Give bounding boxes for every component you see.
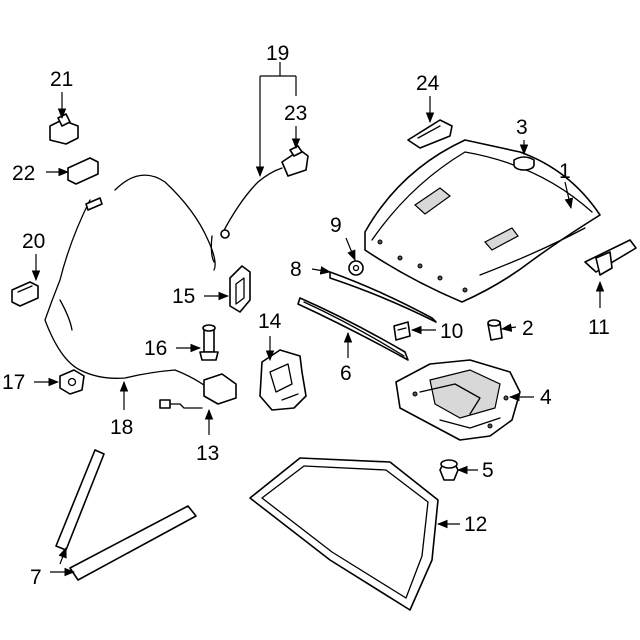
hood-insulator — [395, 359, 521, 441]
rear-seal — [297, 297, 409, 361]
callout-labels: 1 2 3 4 5 6 7 8 9 10 11 12 13 14 15 16 1… — [2, 42, 610, 589]
callout-22: 22 — [12, 162, 35, 185]
callout-18: 18 — [110, 416, 133, 439]
bumper-plug — [513, 156, 535, 171]
callout-16: 16 — [144, 337, 167, 360]
callout-21: 21 — [50, 68, 73, 91]
release-cable — [44, 167, 283, 389]
callout-17: 17 — [2, 371, 25, 394]
callout-3: 3 — [516, 116, 528, 139]
leader-lines — [31, 62, 605, 577]
release-handle-13 — [159, 373, 237, 409]
clip-10 — [393, 321, 411, 341]
callout-4: 4 — [540, 386, 552, 409]
hood-bumper — [439, 459, 459, 481]
side-strip-vertical — [55, 449, 105, 551]
callout-10: 10 — [440, 320, 463, 343]
support-clip-20 — [11, 281, 39, 307]
grommet — [348, 260, 364, 276]
clip-2 — [487, 319, 503, 341]
callout-1: 1 — [559, 160, 571, 183]
callout-2: 2 — [522, 317, 534, 340]
callout-24: 24 — [416, 72, 440, 95]
cable-clip-17 — [59, 369, 85, 395]
callout-23: 23 — [284, 102, 307, 125]
hood-bracket — [584, 239, 637, 276]
striker-15 — [229, 265, 251, 313]
support-rod-16 — [199, 324, 219, 361]
callout-11: 11 — [588, 316, 610, 339]
latch-bracket-22 — [67, 157, 99, 185]
front-seal-strip — [329, 271, 437, 323]
callout-8: 8 — [290, 258, 302, 281]
latch-assembly-14 — [259, 349, 307, 411]
hood-panel — [364, 139, 601, 303]
hood-weatherstrip — [249, 457, 439, 611]
side-strip-horizontal — [69, 505, 197, 581]
callout-13: 13 — [196, 442, 219, 465]
callout-20: 20 — [22, 230, 45, 253]
cable-end-housing — [281, 145, 309, 177]
callout-15: 15 — [172, 285, 195, 308]
callout-9: 9 — [330, 214, 342, 237]
callout-6: 6 — [340, 362, 352, 385]
callout-5: 5 — [482, 459, 494, 482]
hood-emblem — [407, 119, 453, 149]
callout-14: 14 — [258, 310, 282, 333]
callout-7: 7 — [30, 566, 42, 589]
callout-19: 19 — [266, 42, 289, 65]
callout-12: 12 — [464, 513, 487, 536]
latch-clip-21 — [49, 113, 79, 145]
